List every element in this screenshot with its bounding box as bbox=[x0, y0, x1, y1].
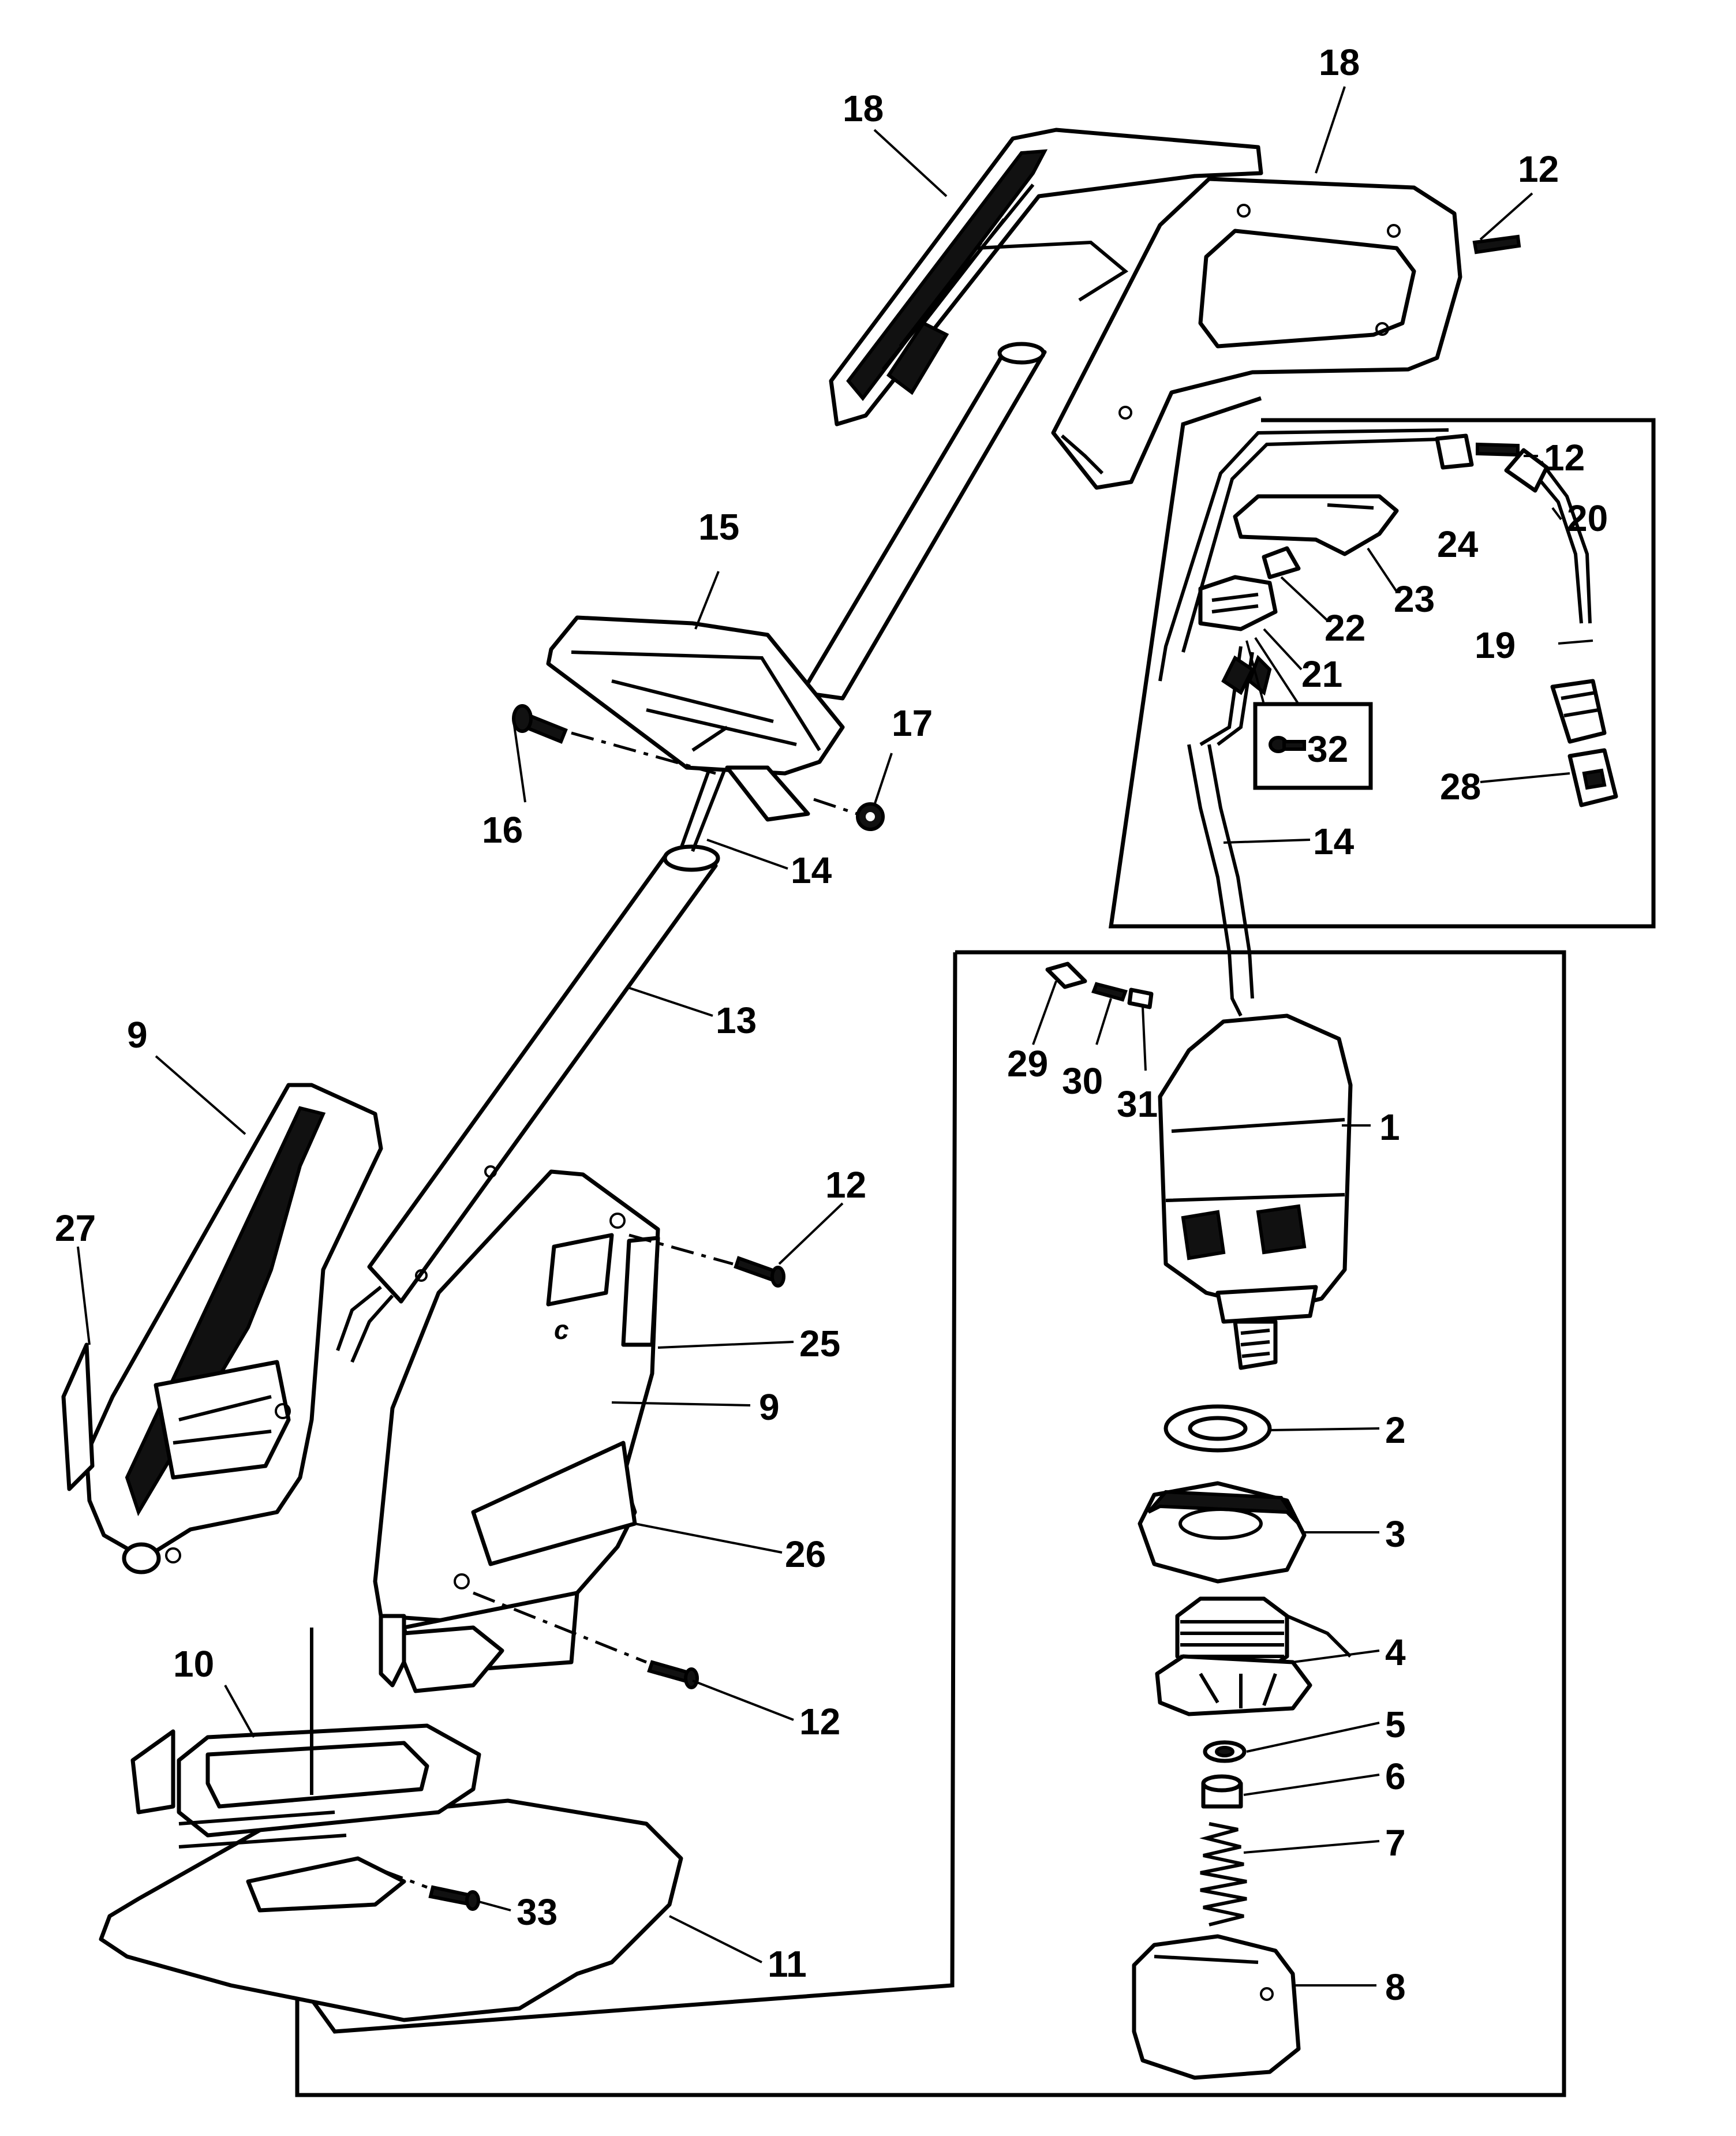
callout-7: 7 bbox=[1385, 1822, 1406, 1864]
callout-12-handle: 12 bbox=[1518, 148, 1559, 190]
callout-13: 13 bbox=[716, 1000, 757, 1041]
callout-12-lower: 12 bbox=[799, 1701, 840, 1742]
switch-spring bbox=[1262, 546, 1301, 579]
callout-12-housing: 12 bbox=[825, 1164, 866, 1206]
switch-trigger bbox=[1233, 494, 1399, 556]
plug-cover bbox=[1567, 748, 1618, 807]
callout-4: 4 bbox=[1385, 1632, 1406, 1673]
callout-6: 6 bbox=[1385, 1756, 1406, 1797]
callout-11: 11 bbox=[768, 1943, 807, 1985]
callout-26: 26 bbox=[785, 1533, 826, 1575]
housing-screw-lower bbox=[647, 1660, 699, 1689]
callout-9-left: 9 bbox=[127, 1014, 148, 1056]
switch-leads bbox=[1199, 646, 1272, 746]
callout-10: 10 bbox=[173, 1643, 214, 1685]
switch-screw bbox=[1269, 736, 1306, 753]
callout-22: 22 bbox=[1325, 607, 1365, 649]
callout-33: 33 bbox=[517, 1891, 558, 1933]
callout-30: 30 bbox=[1062, 1060, 1103, 1102]
callout-25: 25 bbox=[799, 1323, 840, 1364]
callout-32: 32 bbox=[1307, 728, 1348, 770]
spool bbox=[1155, 1596, 1352, 1716]
callout-19: 19 bbox=[1475, 624, 1516, 666]
lower-tube bbox=[336, 766, 726, 1363]
handle-half-left bbox=[829, 128, 1263, 427]
callout-24: 24 bbox=[1437, 523, 1479, 565]
callout-31: 31 bbox=[1117, 1083, 1158, 1125]
callout-14: 14 bbox=[791, 850, 832, 891]
spool-cover bbox=[1132, 1934, 1301, 2080]
spring bbox=[1199, 1822, 1247, 1926]
motor-leads bbox=[1228, 952, 1254, 1017]
leader-lines bbox=[77, 86, 1593, 1987]
callout-16: 16 bbox=[482, 809, 523, 851]
guard bbox=[99, 1625, 683, 2022]
switch-body bbox=[1198, 575, 1278, 631]
motor-assembly-frame bbox=[295, 950, 1566, 2097]
plug-connector bbox=[1550, 679, 1607, 744]
upper-tube bbox=[800, 342, 1047, 701]
callout-29: 29 bbox=[1007, 1043, 1048, 1084]
spool-cap bbox=[1138, 1481, 1307, 1584]
inset-power-cable bbox=[1187, 744, 1251, 953]
cable-clamp bbox=[1435, 433, 1520, 470]
housing-screw-upper bbox=[734, 1256, 785, 1288]
auxiliary-handle-clamp bbox=[546, 615, 845, 822]
callout-9-right: 9 bbox=[759, 1386, 780, 1428]
callout-21: 21 bbox=[1301, 653, 1342, 695]
screw-detail-box bbox=[1253, 702, 1373, 790]
callout-20: 20 bbox=[1567, 497, 1608, 539]
callout-8: 8 bbox=[1385, 1966, 1406, 2008]
callout-18-right: 18 bbox=[1319, 42, 1360, 83]
callout-18-left: 18 bbox=[843, 88, 884, 129]
callout-5: 5 bbox=[1385, 1704, 1406, 1745]
callout-15: 15 bbox=[698, 506, 739, 548]
callout-27: 27 bbox=[55, 1207, 96, 1249]
cable-sleeve bbox=[1504, 448, 1549, 493]
carbon-brush bbox=[1127, 987, 1154, 1009]
motor bbox=[1158, 1013, 1353, 1370]
callout-17: 17 bbox=[892, 702, 933, 744]
callout-1: 1 bbox=[1379, 1106, 1400, 1148]
callout-2: 2 bbox=[1385, 1409, 1406, 1451]
housing-half-left bbox=[61, 1083, 383, 1574]
callout-23: 23 bbox=[1394, 578, 1435, 620]
retaining-washer bbox=[1203, 1740, 1247, 1763]
housing-half-right: c bbox=[373, 1169, 660, 1688]
housing-mark: c bbox=[554, 1315, 569, 1345]
bush bbox=[1201, 1774, 1243, 1809]
callout-28: 28 bbox=[1440, 766, 1481, 807]
guard-screw bbox=[428, 1885, 480, 1911]
clamp-bolt bbox=[512, 704, 568, 744]
handle-half-right bbox=[1051, 177, 1462, 490]
clamp-nut bbox=[856, 802, 885, 831]
callout-labels: 18 18 12 12 20 24 23 22 19 21 32 28 14 1… bbox=[55, 42, 1608, 2008]
switch-assembly-frame bbox=[1108, 396, 1656, 929]
brush-holder bbox=[1045, 962, 1087, 989]
callout-14-inset: 14 bbox=[1313, 821, 1355, 862]
washer bbox=[1163, 1404, 1272, 1453]
callout-12-clamp: 12 bbox=[1544, 437, 1585, 478]
callout-3: 3 bbox=[1385, 1513, 1406, 1555]
brush-spring bbox=[1091, 982, 1128, 1002]
switch-wiring bbox=[1158, 428, 1592, 682]
